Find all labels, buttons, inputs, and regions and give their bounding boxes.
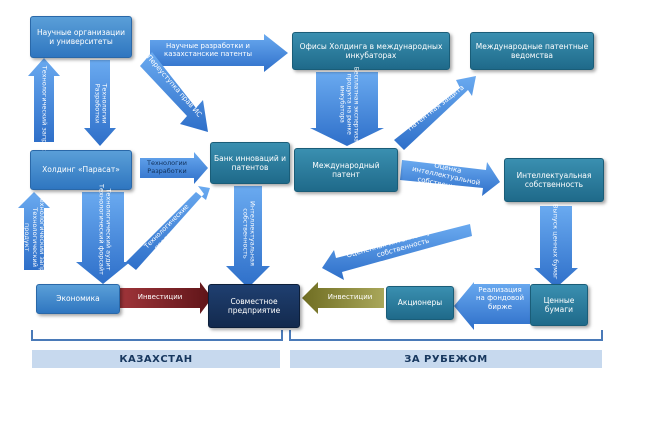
label-tech-audit: Технологический аудит Технологический фо… [97,184,113,275]
label-tech-request-product: Технологический запрос Технологический п… [23,194,47,280]
arrow-tech-audit [76,192,130,284]
node-ip: Интеллектуальная собственность [504,158,604,202]
label-research-patents: Научные разработки и казахстанские патен… [163,42,253,59]
arrow-sale-of-ip [140,52,208,132]
node-shareholders: Акционеры [386,286,454,320]
arrow-securities-issue [534,206,578,288]
arrow-tech-request-up [28,58,60,142]
label-technologies-down: Технологии Разработки [93,83,109,124]
node-holding: Холдинг «Парасат» [30,150,132,190]
arrow-tech-request-left [18,192,50,270]
label-tech-request-up: Технологический запрос [40,65,49,151]
band-kazakhstan: КАЗАХСТАН [32,350,280,368]
arrow-exchange-sale [454,282,530,330]
arrow-free-expertise [310,72,384,146]
label-ip-down: Интеллектуальная собственность [241,201,257,266]
bracket-abroad [289,330,603,341]
bracket-kazakhstan [31,330,283,341]
node-science-orgs: Научные организации и университеты [30,16,132,58]
node-intl-patent-offices: Международные патентные ведомства [470,32,594,70]
band-abroad: ЗА РУБЕЖОМ [290,350,602,368]
label-securities-issue: Выпуск ценных бумаг [551,204,560,280]
node-ip-bank: Банк инноваций и патентов [210,142,290,184]
arrow-investments-left [118,282,212,314]
label-technologies-to-bank: Технологии Разработки [146,159,188,175]
arrow-valued-ip [322,224,472,280]
label-exchange-sale: Реализация на фондовой бирже [475,286,524,311]
arrow-technologies-to-bank [140,152,208,184]
arrow-technologies-down [84,60,116,146]
node-holding-offices: Офисы Холдинга в международных инкубатор… [292,32,450,70]
node-securities: Ценные бумаги [530,284,588,326]
node-intl-patent: Международный патент [294,148,398,192]
arrow-patent-protection [394,76,476,150]
arrow-investments-right [302,282,384,314]
node-joint-venture: Совместное предприятие [208,284,300,328]
arrow-research-patents [150,34,288,72]
label-investments-right: Инвестиции [327,293,373,301]
arrow-ip-valuation [400,160,500,196]
arrow-tech-proposals [126,186,210,270]
node-economy: Экономика [36,284,120,314]
label-investments-left: Инвестиции [137,293,183,301]
label-free-expertise: Бесплатная экспертиза продукта на рынке … [338,66,360,142]
arrow-ip-down [226,186,270,288]
